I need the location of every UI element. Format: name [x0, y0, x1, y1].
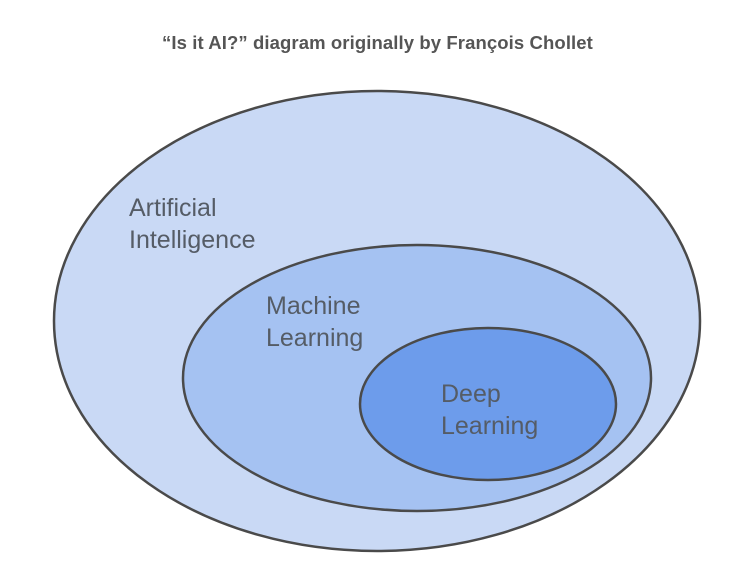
ml-label-line-1: Machine: [266, 292, 361, 320]
ai-label: Artificial Intelligence: [129, 194, 255, 254]
dl-ellipse: [358, 326, 618, 482]
ai-label-line-1: Artificial: [129, 194, 217, 222]
diagram-title: “Is it AI?” diagram originally by Franço…: [162, 32, 593, 53]
dl-label: Deep Learning: [441, 380, 538, 440]
ai-label-line-2: Intelligence: [129, 226, 255, 254]
dl-label-line-1: Deep: [441, 380, 501, 408]
ml-label: Machine Learning: [266, 292, 367, 352]
ml-label-line-2: Learning: [266, 324, 363, 352]
dl-label-line-2: Learning: [441, 412, 538, 440]
